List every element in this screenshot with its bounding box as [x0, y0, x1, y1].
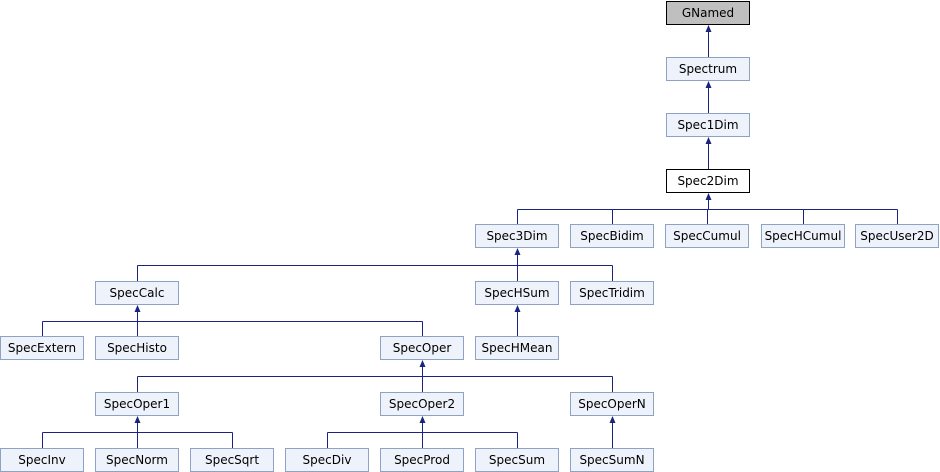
arrowhead-spec3dim	[514, 248, 521, 255]
node-spec1dim[interactable]: Spec1Dim	[666, 113, 750, 137]
node-specsqrt[interactable]: SpecSqrt	[190, 448, 274, 472]
arrowhead-specoper2	[419, 416, 426, 423]
node-specinv[interactable]: SpecInv	[0, 448, 84, 472]
node-specbidim[interactable]: SpecBidim	[570, 224, 654, 248]
node-spechsum[interactable]: SpecHSum	[475, 281, 559, 305]
node-spec2dim: Spec2Dim	[666, 169, 750, 193]
node-specextern[interactable]: SpecExtern	[0, 336, 84, 360]
node-spectridim[interactable]: SpecTridim	[570, 281, 654, 305]
node-spechisto[interactable]: SpecHisto	[95, 336, 179, 360]
arrowhead-spechsum	[514, 305, 521, 312]
arrowhead-gnamed	[705, 25, 712, 32]
arrowhead-spectrum	[705, 81, 712, 88]
node-specnorm[interactable]: SpecNorm	[95, 448, 179, 472]
node-spechmean[interactable]: SpecHMean	[475, 336, 559, 360]
node-speccumul[interactable]: SpecCumul	[665, 224, 749, 248]
arrowhead-spec2dim	[705, 193, 712, 200]
node-spec3dim[interactable]: Spec3Dim	[475, 224, 559, 248]
arrowhead-speccalc	[134, 305, 141, 312]
node-specopern[interactable]: SpecOperN	[570, 392, 654, 416]
arrowhead-specopern	[609, 416, 616, 423]
arrowhead-spec1dim	[705, 137, 712, 144]
arrowhead-specoper1	[134, 416, 141, 423]
node-specdiv[interactable]: SpecDiv	[285, 448, 369, 472]
node-specoper[interactable]: SpecOper	[380, 336, 464, 360]
node-spechcumul[interactable]: SpecHCumul	[761, 224, 845, 248]
node-gnamed[interactable]: GNamed	[666, 1, 750, 25]
node-specuser2d[interactable]: SpecUser2D	[855, 224, 939, 248]
node-speccalc[interactable]: SpecCalc	[95, 281, 179, 305]
node-specsum[interactable]: SpecSum	[475, 448, 559, 472]
node-specoper2[interactable]: SpecOper2	[380, 392, 464, 416]
node-specsumn[interactable]: SpecSumN	[570, 448, 654, 472]
node-specprod[interactable]: SpecProd	[380, 448, 464, 472]
arrowhead-specoper	[419, 360, 426, 367]
node-specoper1[interactable]: SpecOper1	[95, 392, 179, 416]
node-spectrum[interactable]: Spectrum	[666, 57, 750, 81]
